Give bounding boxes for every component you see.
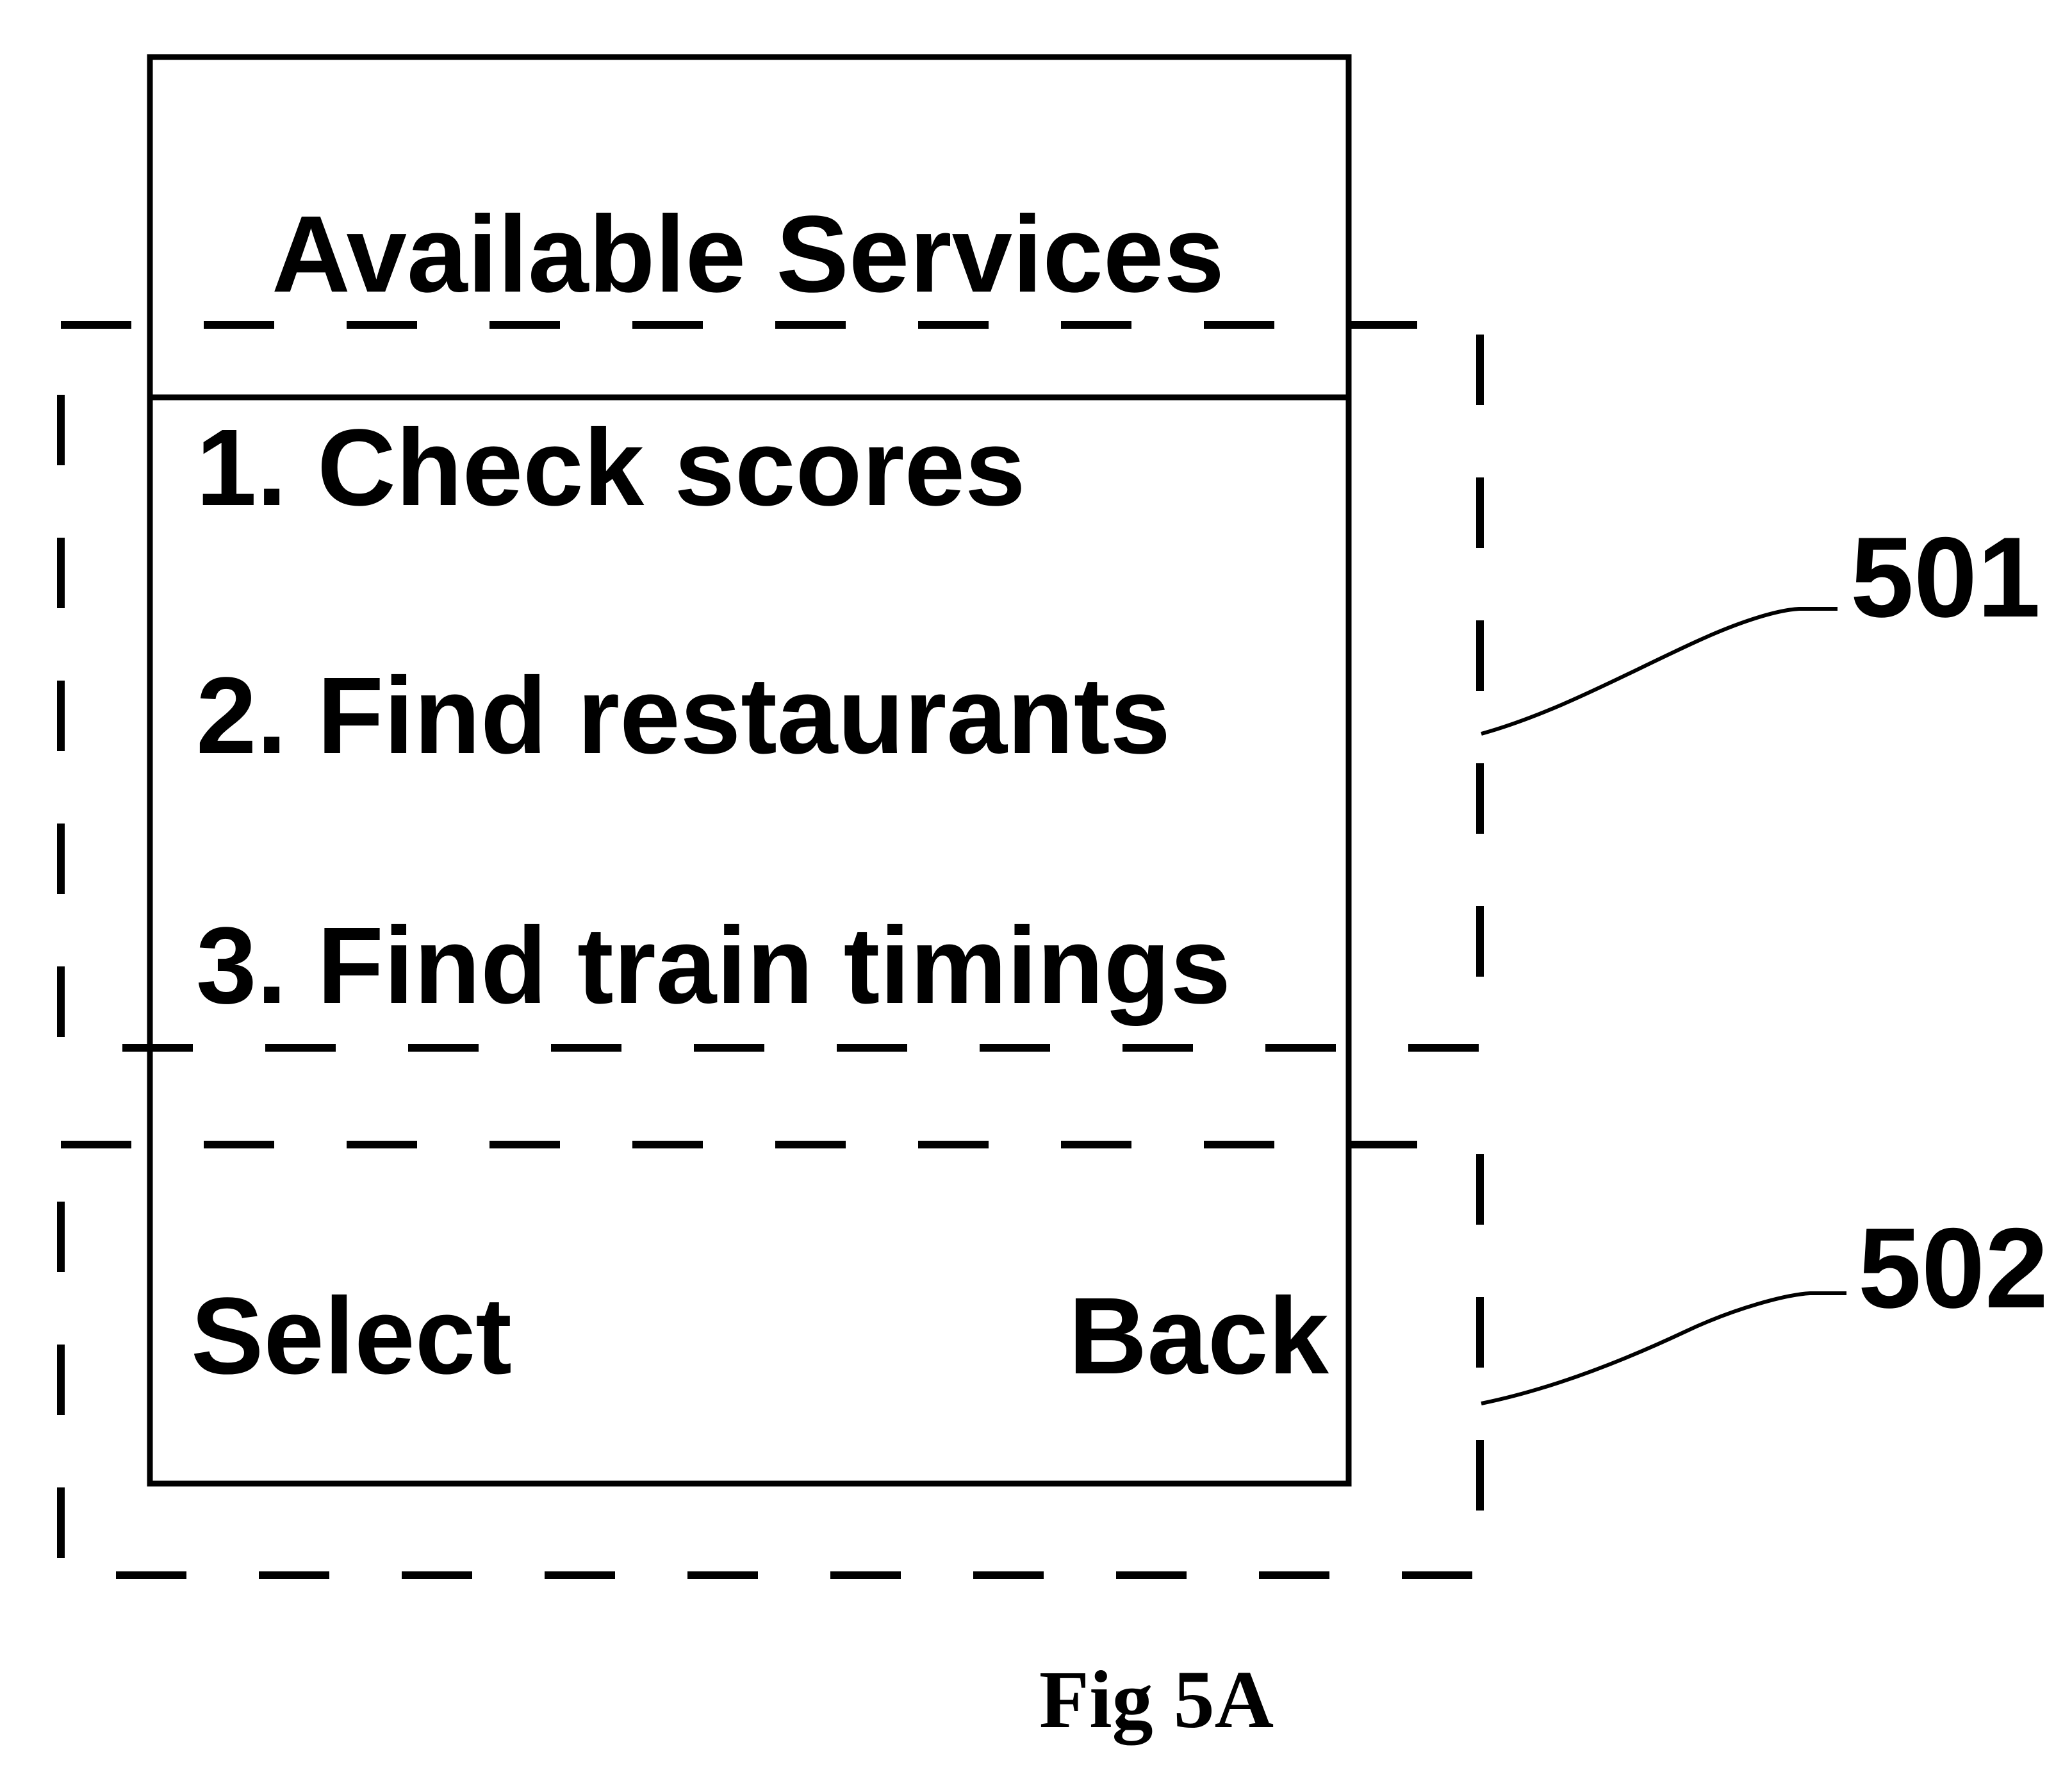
softkey-select-label: Select (191, 1275, 512, 1397)
menu-item-find-restaurants: 2. Find restaurants (196, 655, 1171, 777)
callout-ref-501: 501 (1850, 513, 2041, 641)
menu-item-find-train-timings: 3. Find train timings (196, 905, 1231, 1027)
leader-line-501 (1481, 607, 1838, 736)
softkey-row: Select Back (191, 1282, 1329, 1391)
phone-screen-outline (147, 54, 1352, 1487)
figure-caption: Fig 5A (1039, 1654, 1274, 1745)
leader-line-502 (1481, 1291, 1846, 1405)
softkey-region-dashed-box (57, 1141, 1484, 1579)
softkey-back-label: Back (1068, 1275, 1329, 1397)
screen-title: Available Services (272, 194, 1224, 315)
menu-item-check-scores: 1. Check scores (196, 407, 1026, 529)
callout-ref-502: 502 (1858, 1204, 2048, 1332)
menu-region-dashed-box (57, 321, 1484, 1052)
